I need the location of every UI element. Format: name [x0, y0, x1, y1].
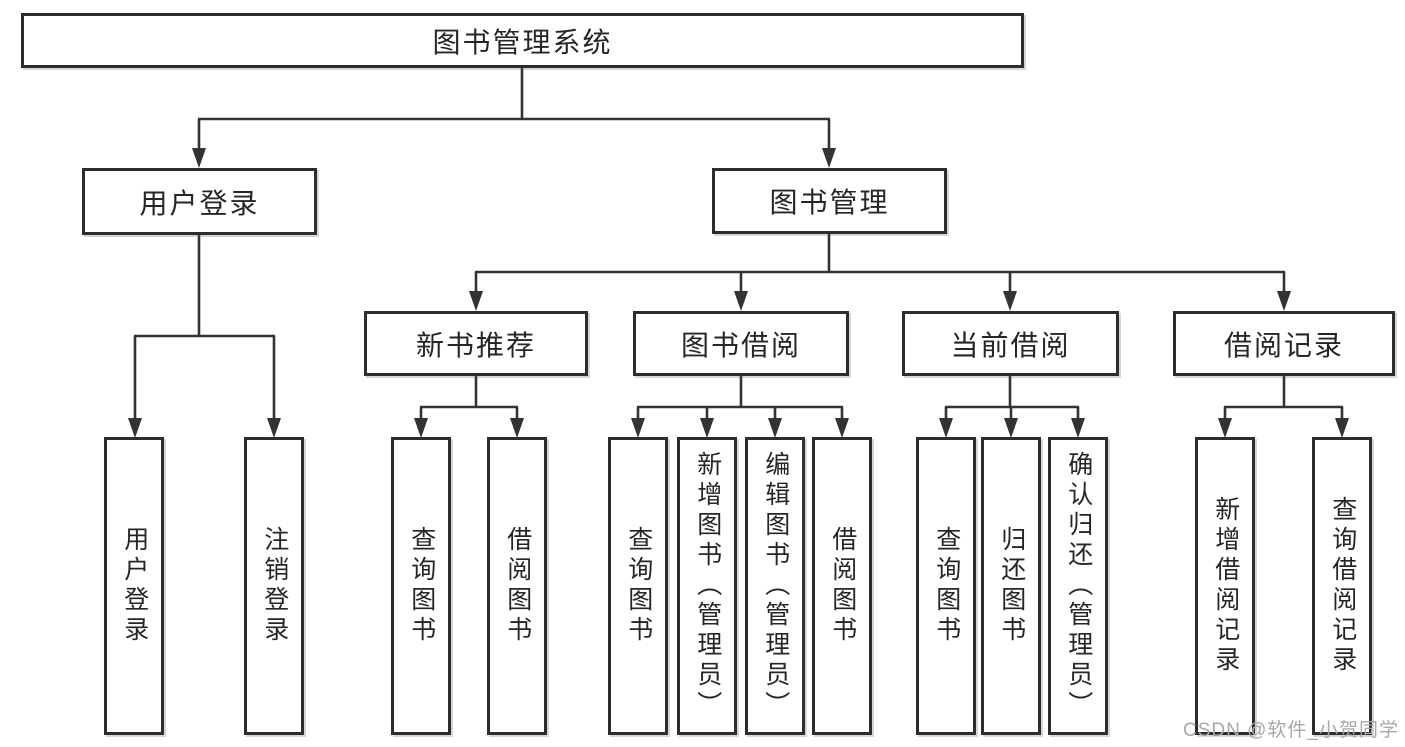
arrowhead-icon [1071, 418, 1085, 438]
leaf-label: 注销登录 [260, 526, 289, 646]
leaf-add-books-admin: 新增图书（管理员） [677, 437, 737, 735]
leaf-label: 用户登录 [120, 526, 149, 646]
arrowhead-icon [192, 148, 206, 168]
leaf-query-books-recommend: 查询图书 [391, 437, 451, 735]
leaf-borrow-books: 借阅图书 [812, 437, 872, 735]
arrowhead-icon [631, 418, 645, 438]
node-label: 用户登录 [139, 187, 260, 219]
arrowhead-icon [835, 418, 849, 438]
arrowhead-icon [700, 418, 714, 438]
leaf-label: 查询图书 [407, 526, 436, 646]
node-borrowing-records: 借阅记录 [1173, 311, 1395, 376]
leaf-query-books-current: 查询图书 [916, 437, 976, 735]
node-book-management: 图书管理 [712, 168, 947, 234]
arrowhead-icon [939, 418, 953, 438]
arrowhead-icon [822, 148, 836, 168]
leaf-confirm-return-admin: 确认归还（管理员） [1048, 437, 1108, 735]
node-book-borrowing: 图书借阅 [633, 311, 849, 376]
node-label: 图书管理系统 [432, 26, 613, 58]
node-root-system: 图书管理系统 [21, 13, 1024, 68]
leaf-edit-books-admin: 编辑图书（管理员） [745, 437, 805, 735]
leaf-query-borrow-record: 查询借阅记录 [1312, 437, 1372, 735]
node-label: 图书管理 [769, 187, 890, 218]
leaf-logout: 注销登录 [244, 437, 304, 735]
leaf-label: 查询图书 [932, 526, 961, 646]
leaf-label: 新增借阅记录 [1211, 496, 1240, 676]
arrowhead-icon [1004, 418, 1018, 438]
leaf-label: 新增图书（管理员） [693, 451, 722, 721]
node-label: 借阅记录 [1223, 329, 1344, 361]
leaf-label: 确认归还（管理员） [1064, 451, 1093, 721]
arrowhead-icon [469, 291, 483, 311]
leaf-user-login: 用户登录 [104, 437, 164, 735]
arrowhead-icon [128, 418, 142, 438]
watermark: CSDN @软件_小贺同学 [1183, 720, 1399, 741]
leaf-borrow-books-recommend: 借阅图书 [487, 437, 547, 735]
leaf-query-books-borrowing: 查询图书 [608, 437, 668, 735]
leaf-label: 编辑图书（管理员） [761, 451, 790, 721]
tree-edges [133, 68, 1344, 420]
arrowhead-icon [734, 291, 748, 311]
arrowhead-icon [1003, 291, 1017, 311]
node-label: 图书借阅 [680, 329, 801, 361]
node-new-book-recommendation: 新书推荐 [364, 311, 588, 376]
leaf-label: 借阅图书 [828, 526, 857, 646]
arrowhead-icon [414, 418, 428, 438]
arrowhead-icon [768, 418, 782, 438]
node-label: 新书推荐 [415, 329, 536, 361]
leaf-return-books: 归还图书 [981, 437, 1041, 735]
arrowhead-icon [267, 418, 281, 438]
leaf-add-borrow-record: 新增借阅记录 [1195, 437, 1255, 735]
leaf-label: 归还图书 [997, 526, 1026, 646]
node-user-login: 用户登录 [82, 168, 317, 235]
arrowhead-icon [510, 418, 524, 438]
leaf-label: 查询图书 [624, 526, 653, 646]
arrowhead-icon [1335, 418, 1349, 438]
node-label: 当前借阅 [950, 329, 1071, 361]
node-current-borrowing: 当前借阅 [902, 311, 1119, 376]
arrowhead-icon [1218, 418, 1232, 438]
leaf-label: 查询借阅记录 [1328, 496, 1357, 676]
leaf-label: 借阅图书 [503, 526, 532, 646]
arrowhead-icon [1277, 291, 1291, 311]
